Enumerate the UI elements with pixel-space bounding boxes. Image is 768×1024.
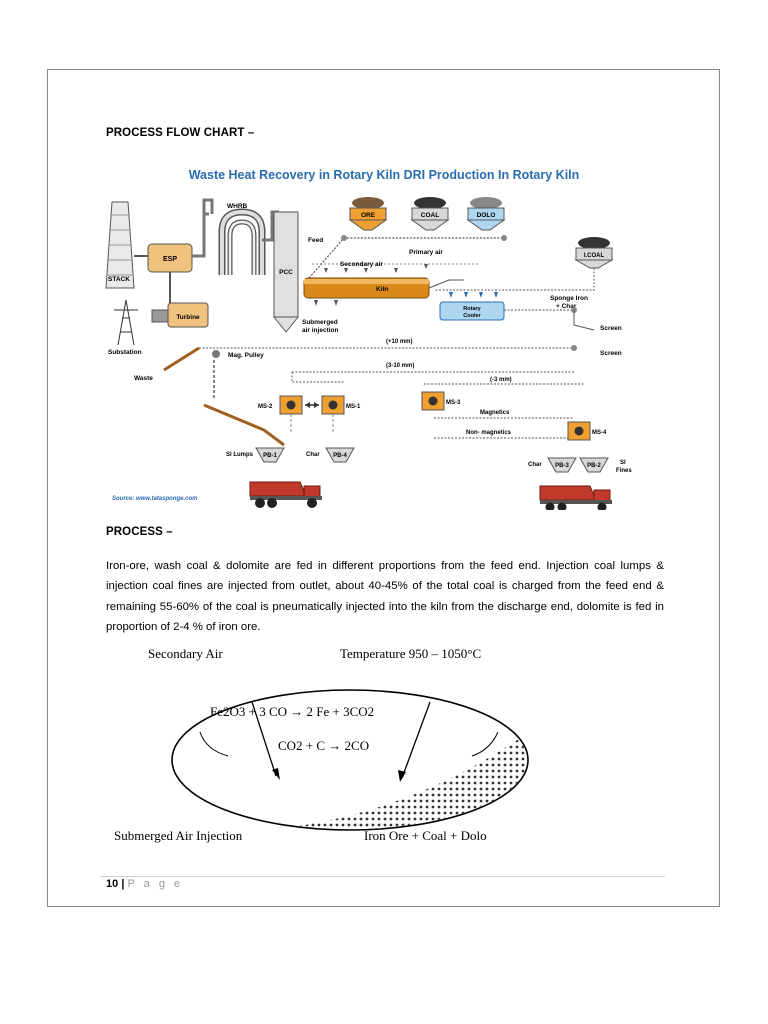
- pb2-label: PB-2: [587, 463, 601, 469]
- pb3-label: PB-3: [555, 463, 569, 469]
- pb1-bin: [255, 447, 285, 463]
- kiln-charge-bed: [266, 734, 527, 829]
- page-number: 10: [106, 878, 119, 890]
- reaction-1: Fe2O3 + 3 CO → 2 Fe + 3CO2: [210, 704, 374, 719]
- pb3-bin: [547, 457, 577, 473]
- stack: [105, 201, 135, 289]
- ore-hopper: [348, 197, 388, 231]
- ms3-label: MS-3: [446, 400, 461, 406]
- coal-label: COAL: [421, 212, 439, 219]
- pb2-bin: [579, 457, 609, 473]
- charge-caption: Iron Ore + Coal + Dolo: [364, 828, 487, 843]
- flow-chart-heading: PROCESS FLOW CHART –: [106, 127, 255, 139]
- pb4-bin: [325, 447, 355, 463]
- ore-label: ORE: [361, 212, 376, 219]
- icoal-hopper: [574, 237, 614, 269]
- sponge-iron-label-1: Sponge Iron: [550, 295, 588, 302]
- rotary-cooler-label-2: Cooler: [463, 313, 481, 319]
- esp-label: ESP: [163, 256, 177, 263]
- footer-divider: [100, 876, 665, 877]
- submerged-air-label-2: air injection: [302, 327, 339, 334]
- kiln-label: Kiln: [376, 286, 388, 293]
- screen-label-1: Screen: [600, 325, 622, 332]
- dolo-hopper: [466, 197, 506, 231]
- feed-label: Feed: [308, 237, 323, 244]
- dolo-label: DOLO: [477, 212, 496, 219]
- temperature-caption: Temperature 950 – 1050°C: [340, 646, 481, 661]
- pb1-label: PB-1: [263, 453, 277, 459]
- screen-label-2: Screen: [600, 350, 622, 357]
- page-footer: 10 | P a g e: [106, 878, 183, 890]
- ms2-label: MS-2: [258, 404, 273, 410]
- coal-hopper: [410, 197, 450, 231]
- feed-conveyor: [308, 237, 504, 279]
- right-circulation-arrow: [471, 731, 499, 757]
- process-flow-diagram: Waste Heat Recovery in Rotary Kiln DRI P…: [105, 168, 632, 510]
- secondary-air-caption: Secondary Air: [148, 646, 223, 661]
- process-paragraph: Iron-ore, wash coal & dolomite are fed i…: [106, 560, 664, 634]
- rotary-cooler-label-1: Rotary: [463, 306, 481, 312]
- si-fines-label-1: SI: [620, 460, 626, 466]
- waste-label: Waste: [134, 375, 153, 382]
- char-right-label: Char: [528, 462, 542, 468]
- char-left-label: Char: [306, 452, 320, 458]
- submerged-injection-caption: Submerged Air Injection: [114, 828, 243, 843]
- substation-label: Substation: [108, 349, 142, 356]
- mag-pulley-label: Mag. Pulley: [228, 352, 264, 359]
- turbine-label: Turbine: [176, 314, 200, 321]
- pcc-label: PCC: [279, 269, 293, 276]
- plus10-label: (+10 mm): [386, 339, 413, 345]
- primary-air-label: Primary air: [409, 249, 443, 256]
- secondary-air-label: Secondary air: [340, 261, 383, 268]
- whrb-label: WHRB: [227, 203, 248, 210]
- ms4-label: MS-4: [592, 430, 607, 436]
- reaction-2: CO2 + C → 2CO: [278, 738, 369, 753]
- diagram-title: Waste Heat Recovery in Rotary Kiln DRI P…: [189, 168, 580, 182]
- sponge-iron-label-2: + Char: [556, 303, 577, 310]
- submerged-air-arrow: [401, 701, 431, 779]
- left-circulation-arrow: [199, 731, 229, 757]
- substation-tower: [114, 299, 138, 346]
- secondary-air-arrow: [251, 701, 277, 777]
- non-magnetics-label: Non- magnetics: [466, 430, 512, 436]
- minus3-label: (-3 mm): [490, 377, 512, 383]
- dump-truck-left: [249, 481, 322, 508]
- dump-truck-right: [539, 485, 612, 510]
- whrb-unit: [218, 208, 266, 275]
- kiln-cross-section: Secondary Air Temperature 950 – 1050°C F…: [114, 646, 529, 843]
- rotary-cooler: [439, 301, 505, 321]
- icoal-label: I.COAL: [584, 253, 605, 259]
- stack-label: STACK: [108, 276, 130, 283]
- process-heading: PROCESS –: [106, 526, 173, 538]
- magnetics-label: Magnetics: [480, 410, 510, 416]
- pcc-unit: [273, 211, 299, 318]
- si-fines-label-2: Fines: [616, 468, 632, 474]
- si-lumps-label: SI Lumps: [226, 452, 254, 458]
- pb4-label: PB-4: [333, 453, 347, 459]
- range3-10-label: (3-10 mm): [386, 363, 414, 369]
- page-label: P a g e: [127, 878, 184, 890]
- submerged-air-label-1: Submerged: [302, 319, 338, 326]
- source-label: Source: www.tatasponge.com: [112, 496, 198, 502]
- footer-separator: |: [121, 878, 125, 890]
- ms1-label: MS-1: [346, 404, 361, 410]
- page-border: [47, 69, 720, 907]
